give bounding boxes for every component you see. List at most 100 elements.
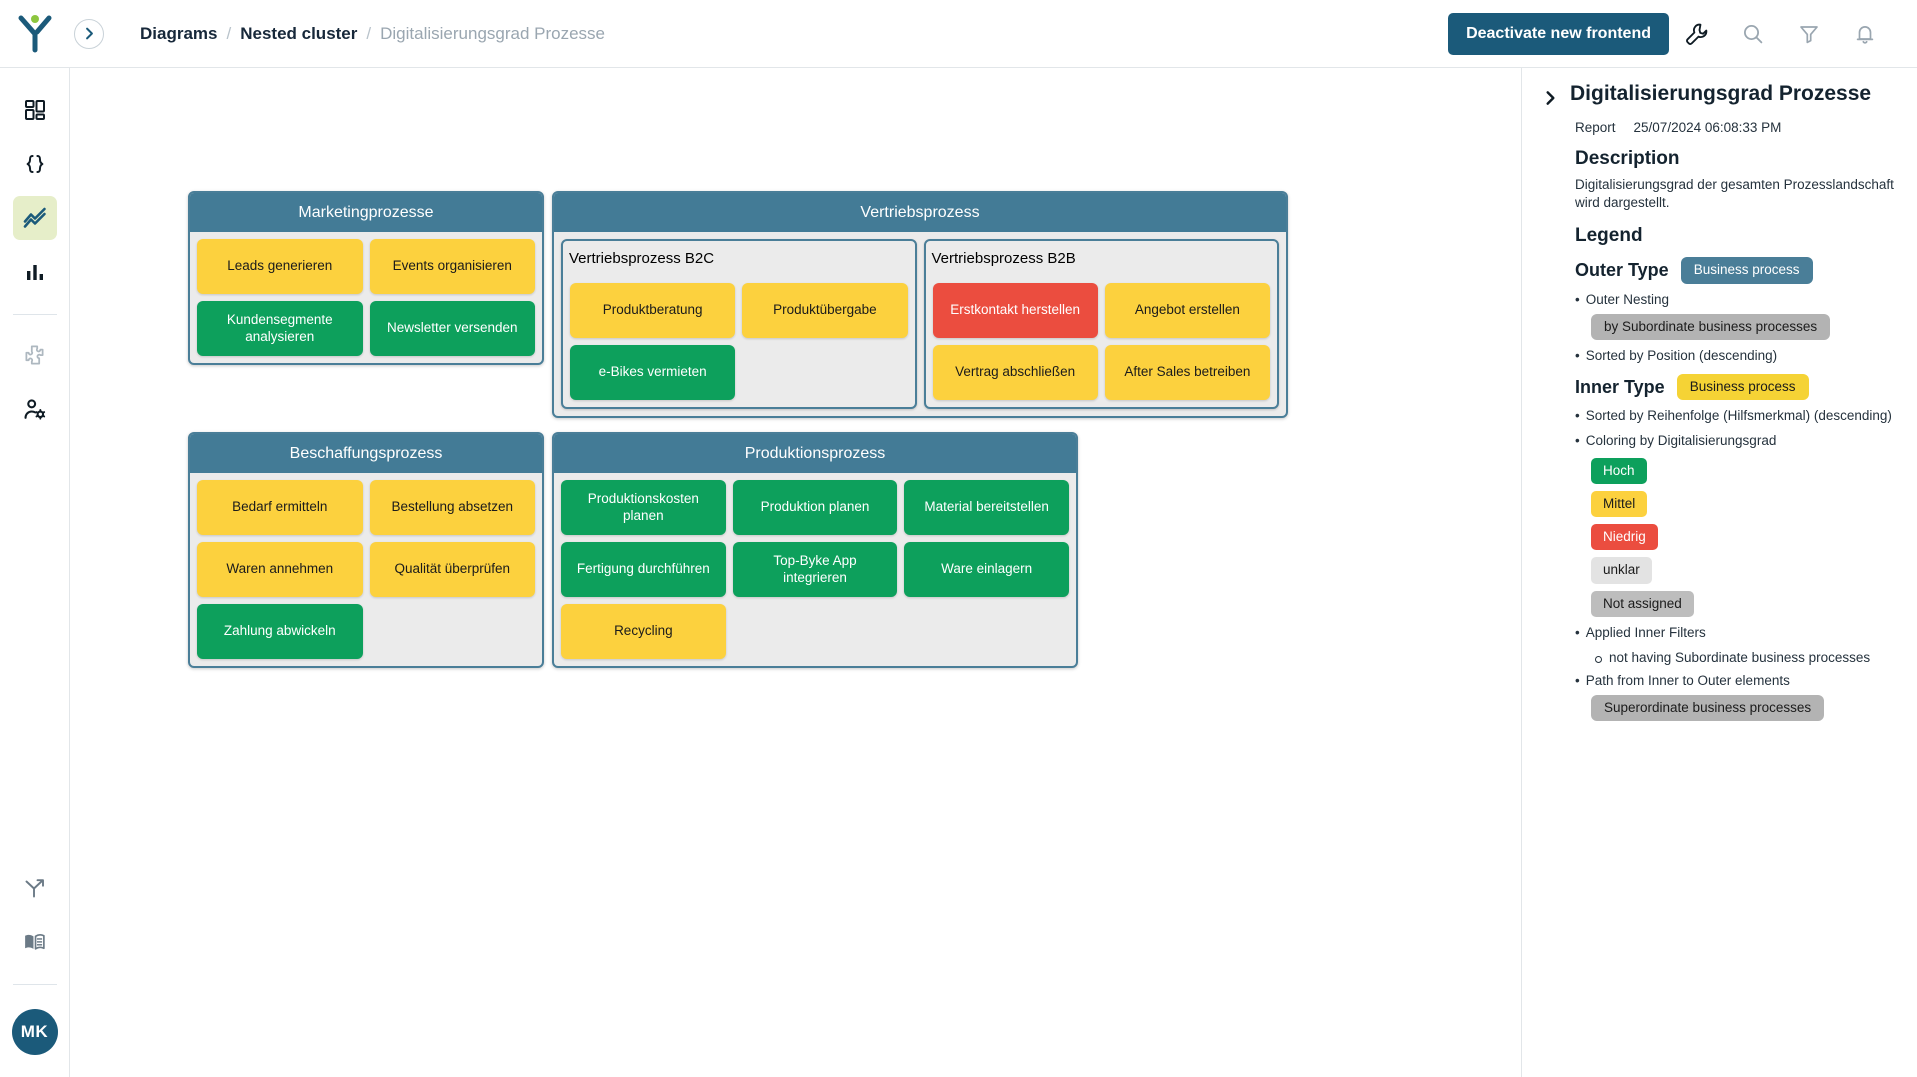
process-node[interactable]: Produktübergabe <box>742 283 908 339</box>
nav-item-share[interactable] <box>13 866 57 910</box>
coloring-label: Coloring by Digitalisierungsgrad <box>1585 432 1777 448</box>
cluster-title: Produktionsprozess <box>554 434 1076 474</box>
search-button[interactable] <box>1725 10 1781 58</box>
sidebar-collapse-button[interactable] <box>74 18 104 49</box>
inner-type-label: Inner Type <box>1575 376 1665 397</box>
top-bar-actions: Deactivate new frontend <box>1448 10 1917 58</box>
color-legend-item-niedrig: Niedrig <box>1591 524 1658 551</box>
wrench-icon <box>1686 23 1708 45</box>
process-node[interactable]: Zahlung abwickeln <box>197 604 363 660</box>
process-node[interactable]: Kundensegmente analysieren <box>197 301 363 357</box>
cluster-marketingprozesse[interactable]: Marketingprozesse Leads generieren Event… <box>188 191 544 366</box>
coloring-bullet: • Coloring by Digitalisierungsgrad <box>1575 433 1899 449</box>
wrench-button[interactable] <box>1669 10 1725 58</box>
outer-type-label: Outer Type <box>1575 260 1669 281</box>
process-node[interactable]: Top-Byke App integrieren <box>732 542 898 598</box>
nav-item-dashboard[interactable] <box>13 88 57 132</box>
page-title: Digitalisierungsgrad Prozesse <box>1570 82 1872 105</box>
path-chip: Superordinate business processes <box>1591 695 1825 722</box>
node-grid: Erstkontakt herstellen Angebot erstellen… <box>932 283 1270 401</box>
color-legend-item-hoch: Hoch <box>1591 457 1647 484</box>
description-heading: Description <box>1575 148 1680 169</box>
breadcrumb-item-diagrams[interactable]: Diagrams <box>140 23 218 43</box>
nav-divider-bottom <box>12 984 57 985</box>
app-logo[interactable] <box>0 0 70 68</box>
process-node[interactable]: Produktberatung <box>570 283 736 339</box>
diagram-canvas[interactable]: Marketingprozesse Leads generieren Event… <box>70 68 1521 1077</box>
process-node[interactable]: Angebot erstellen <box>1104 283 1270 339</box>
outer-nesting-chip: by Subordinate business processes <box>1591 313 1831 340</box>
process-node[interactable]: Material bereitstellen <box>904 480 1069 536</box>
process-node[interactable]: Qualität überprüfen <box>369 542 535 598</box>
breadcrumb-item-nested-cluster[interactable]: Nested cluster <box>240 23 358 43</box>
node-grid: Leads generieren Events organisieren Kun… <box>197 239 535 357</box>
chevron-right-icon <box>85 27 93 40</box>
process-node[interactable]: Events organisieren <box>369 239 535 295</box>
outer-nesting-label: Outer Nesting <box>1585 291 1670 307</box>
luy-logo-icon <box>18 14 52 52</box>
color-legend: Hoch Mittel Niedrig unklar Not assigned <box>1591 457 1899 617</box>
subcluster-body: Erstkontakt herstellen Angebot erstellen… <box>926 276 1278 407</box>
inner-sorted-label: Sorted by Reihenfolge (Hilfsmerkmal) (de… <box>1585 408 1892 424</box>
cluster-body: Produktionskosten planen Produktion plan… <box>554 473 1076 666</box>
details-panel: Digitalisierungsgrad Prozesse Report 25/… <box>1521 68 1917 1077</box>
notifications-button[interactable] <box>1837 10 1893 58</box>
bullet-dot: • <box>1575 672 1580 688</box>
meta-kind: Report <box>1575 120 1616 135</box>
outer-type-chip: Business process <box>1680 257 1813 284</box>
code-braces-icon <box>26 155 43 173</box>
inner-sorted-bullet: • Sorted by Reihenfolge (Hilfsmerkmal) (… <box>1575 408 1899 424</box>
process-node[interactable]: Waren annehmen <box>197 542 363 598</box>
nav-item-documentation[interactable] <box>13 920 57 964</box>
bullet-dot: • <box>1575 408 1580 424</box>
meta-timestamp: 25/07/2024 06:08:33 PM <box>1633 120 1782 135</box>
color-legend-item-not-assigned: Not assigned <box>1591 590 1694 617</box>
process-node[interactable]: Produktionskosten planen <box>561 480 726 536</box>
path-bullet: • Path from Inner to Outer elements <box>1575 673 1899 689</box>
subcluster-vertriebsprozess-b2b[interactable]: Vertriebsprozess B2B Erstkontakt herstel… <box>923 239 1279 410</box>
process-node[interactable]: Bedarf ermitteln <box>197 480 363 536</box>
applied-filter-item: not having Subordinate business processe… <box>1595 650 1899 665</box>
chevron-right-icon <box>1545 91 1555 105</box>
process-node[interactable]: Vertrag abschließen <box>932 345 1098 401</box>
node-grid: Produktionskosten planen Produktion plan… <box>561 480 1069 660</box>
panel-collapse-button[interactable] <box>1540 85 1560 111</box>
branch-share-icon <box>25 879 44 898</box>
cluster-body: Bedarf ermitteln Bestellung absetzen War… <box>190 473 542 666</box>
bullet-dot: • <box>1575 291 1580 307</box>
process-node[interactable]: Fertigung durchführen <box>561 542 726 598</box>
nav-item-diagrams[interactable] <box>12 196 57 240</box>
nav-item-code[interactable] <box>13 142 57 186</box>
process-node[interactable]: Newsletter versenden <box>369 301 535 357</box>
avatar[interactable]: MK <box>11 1009 58 1055</box>
outer-nesting-chip-wrap: by Subordinate business processes <box>1591 313 1899 340</box>
subcluster-title: Vertriebsprozess B2C <box>569 250 715 268</box>
process-node[interactable]: e-Bikes vermieten <box>570 345 736 401</box>
process-node[interactable]: Bestellung absetzen <box>369 480 535 536</box>
inner-type-chip: Business process <box>1676 374 1809 401</box>
diagram-row-1: Marketingprozesse Leads generieren Event… <box>188 191 1288 419</box>
breadcrumb-item-current: Digitalisierungsgrad Prozesse <box>380 23 606 43</box>
nav-bottom-group: MK <box>11 856 58 1077</box>
process-node[interactable]: Produktion planen <box>732 480 898 536</box>
path-label: Path from Inner to Outer elements <box>1585 672 1790 688</box>
cluster-beschaffungsprozess[interactable]: Beschaffungsprozess Bedarf ermitteln Bes… <box>188 432 544 669</box>
subcluster-body: Produktberatung Produktübergabe e-Bikes … <box>563 276 915 407</box>
deactivate-new-frontend-button[interactable]: Deactivate new frontend <box>1448 12 1669 55</box>
applied-filters-bullet: • Applied Inner Filters <box>1575 625 1899 641</box>
node-grid: Produktberatung Produktübergabe e-Bikes … <box>570 283 908 401</box>
cluster-produktionsprozess[interactable]: Produktionsprozess Produktionskosten pla… <box>552 432 1078 669</box>
process-node[interactable]: After Sales betreiben <box>1104 345 1270 401</box>
nav-item-reports[interactable] <box>13 250 57 294</box>
process-node[interactable]: Ware einlagern <box>904 542 1069 598</box>
nav-item-extensions[interactable] <box>13 333 57 377</box>
filter-icon <box>1800 25 1818 43</box>
process-node[interactable]: Erstkontakt herstellen <box>932 283 1098 339</box>
process-node[interactable]: Leads generieren <box>197 239 363 295</box>
subcluster-grid: Vertriebsprozess B2C Produktberatung Pro… <box>561 239 1279 410</box>
subcluster-vertriebsprozess-b2c[interactable]: Vertriebsprozess B2C Produktberatung Pro… <box>561 239 917 410</box>
process-node[interactable]: Recycling <box>561 604 726 660</box>
nav-item-user-admin[interactable] <box>13 387 57 431</box>
cluster-vertriebsprozess[interactable]: Vertriebsprozess Vertriebsprozess B2C Pr… <box>552 191 1288 419</box>
filter-button[interactable] <box>1781 10 1837 58</box>
